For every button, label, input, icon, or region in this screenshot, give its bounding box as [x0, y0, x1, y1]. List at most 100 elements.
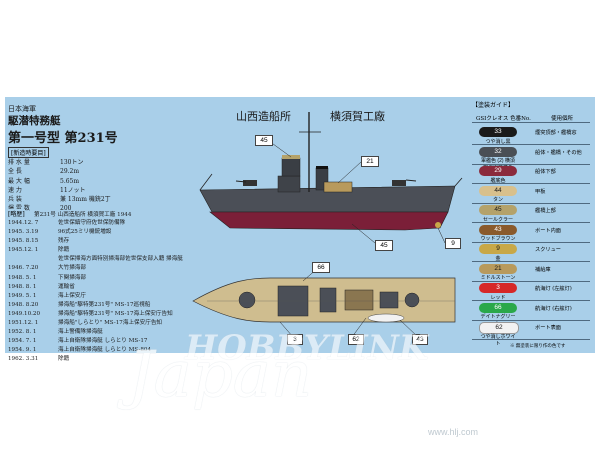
history-row: 1951.12. 1 掃海船"しらとり" MS-17海上保安庁告知: [8, 319, 183, 328]
guide-row-rule: [472, 241, 590, 243]
history-intro: 第231号 山西造船所 横須賀工廠 1944: [34, 212, 132, 218]
bridge: [281, 157, 301, 177]
ship-type-title: 駆潜特務艇: [8, 115, 61, 127]
callout-side-45-bottom: 45: [375, 240, 393, 251]
spec-key: 全 長: [8, 168, 22, 176]
guide-row-rule: [472, 183, 590, 184]
history-text: 佐世保鎮守府佐世保防備隊: [58, 220, 126, 226]
paint-guide-title: 【塗装ガイド】: [472, 102, 515, 109]
history-date: 1954. 9. 1: [8, 347, 37, 354]
history-date: 1945. 3.19: [8, 229, 39, 236]
history-row: 1946. 7.20 大竹掃海部: [8, 264, 183, 273]
paint-chip: 45: [479, 205, 517, 215]
paint-name: レッド: [490, 294, 506, 301]
guide-row-rule: [472, 202, 590, 204]
history-date: 1944.12. 7: [8, 220, 39, 226]
guide-rule: [472, 122, 590, 123]
callout-plan-43: 43: [412, 334, 428, 345]
history-date: 1948. 5. 1: [8, 274, 37, 281]
spec-value: 11ノット: [60, 186, 86, 194]
history-text: 下関掃海部: [58, 274, 86, 281]
paint-use: 補給庫: [535, 266, 551, 273]
paint-name: セールクラー: [482, 216, 513, 223]
paint-use: 艦橋上部: [535, 208, 556, 214]
spec-value: 兼 13mm 機銃2丁: [60, 196, 111, 204]
paint-use: 航海灯 (右舷灯): [535, 305, 572, 312]
paint-chip: 9: [479, 244, 517, 254]
spec-value: 29.2m: [60, 168, 80, 176]
history-date: 1949.10.20: [8, 310, 41, 317]
navy-label: 日本海軍: [8, 105, 36, 113]
history-date: 1948. 8.20: [8, 301, 39, 308]
history-text: 96式25ミリ機銃増設: [58, 229, 112, 236]
spec-key: 速 力: [8, 186, 22, 194]
paint-chip: 66: [479, 302, 517, 313]
history-text: 掃海船"駆特第231号" MS-17海上保安庁告知: [58, 310, 173, 317]
propeller: [435, 222, 441, 228]
spec-row: 全 長 29.2m: [8, 167, 111, 176]
history-text: 除籍: [58, 247, 70, 254]
history-text: 掃海船"駆特第231号" MS-17巡視船: [58, 301, 151, 308]
history-date: 1951.12. 1: [8, 320, 39, 327]
guide-row-rule: [472, 163, 590, 165]
shipyard-2: 横須賀工廠: [330, 110, 385, 123]
paint-use: 甲板: [535, 188, 546, 195]
callout-plan-3: 3: [287, 334, 303, 345]
paint-name: つや消しホワイト: [480, 333, 516, 347]
history-date: 1946. 7.20: [8, 265, 39, 272]
paint-chip: 62: [479, 322, 519, 334]
history-text: 海上自衛隊掃海艇 しらとり MS-804: [58, 347, 152, 354]
paint-name: タン: [492, 197, 503, 203]
paint-use: スクリュー: [535, 247, 561, 253]
paint-name: ウッドブラウン: [480, 236, 516, 242]
guide-row-rule: [472, 222, 590, 223]
shipyard-1: 山西造船所: [236, 110, 291, 123]
history-text: 海上警備隊掃海艇: [58, 329, 103, 336]
ship-side-view: [199, 112, 463, 231]
callout-side-45-top: 45: [255, 135, 273, 146]
history-text: 佐世保掃海方面特別掃海部佐世保支部入籍 掃海艇: [58, 256, 183, 263]
use-col-header: 使用個所: [551, 116, 574, 122]
history-list: 1944.12. 7 佐世保鎮守府佐世保防備隊 1945. 3.19 96式25ミリ機…: [8, 219, 183, 365]
history-row: 1944.12. 7 佐世保鎮守府佐世保防備隊: [8, 219, 183, 228]
paint-use: 航海灯 (左舷灯): [535, 286, 572, 292]
boat: [367, 313, 405, 323]
paint-chip: 21: [479, 263, 517, 274]
history-text: 大竹掃海部: [58, 265, 86, 272]
paint-name: 艦底色: [490, 177, 506, 184]
guide-row-rule: [472, 261, 590, 262]
callout-side-9: 9: [445, 238, 461, 249]
history-date: 1945. 8.15: [8, 238, 39, 245]
history-row: 1945. 3.19 96式25ミリ機銃増設: [8, 228, 183, 237]
history-text: 掃海船"しらとり" MS-17海上保安庁告知: [58, 320, 163, 327]
paint-use: 船体下部: [535, 169, 556, 175]
history-date: 1949. 5. 1: [8, 292, 37, 299]
guide-row-rule: [472, 280, 590, 282]
paint-name: ミドルストーン: [480, 275, 516, 281]
spec-value: 200: [60, 205, 72, 213]
paint-use: 船体・艦橋・その他: [535, 149, 582, 156]
callout-side-21: 21: [361, 156, 379, 167]
spec-value: 130トン: [60, 159, 84, 166]
spec-key: 排 水 量: [8, 159, 30, 166]
paint-chip: 3: [479, 283, 517, 293]
paint-chip: 33: [479, 127, 517, 137]
history-text: 残存: [58, 238, 70, 245]
spec-key: 兵 装: [8, 196, 22, 204]
history-text: 運輸省: [58, 283, 75, 290]
paint-chip: 44: [479, 185, 517, 196]
paint-use: 煙突頂部・艦橋窓: [535, 130, 577, 136]
history-date: 1954. 7. 1: [8, 338, 37, 345]
paint-chip: 29: [479, 166, 517, 176]
paint-use: ボート内面: [535, 227, 561, 234]
spec-row: 排 水 量 130トン: [8, 158, 111, 167]
watermark-script: Japan: [128, 338, 313, 412]
specs-title: [新造時要目]: [8, 147, 49, 158]
callout-plan-62: 62: [348, 334, 364, 345]
spec-value: 5.65m: [60, 177, 80, 185]
